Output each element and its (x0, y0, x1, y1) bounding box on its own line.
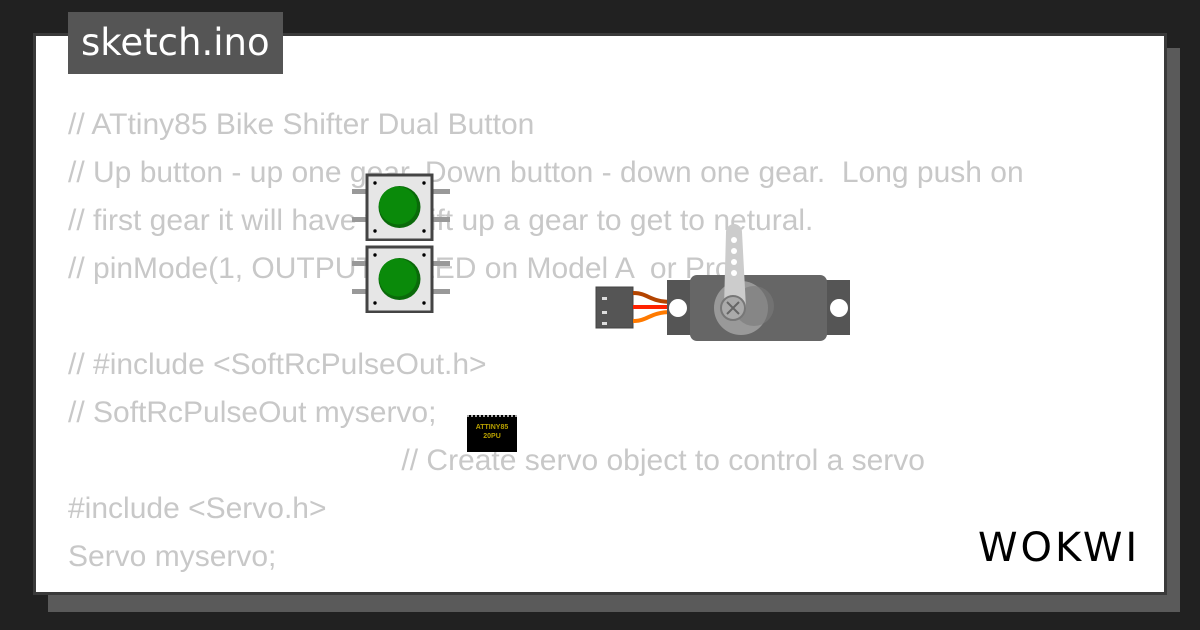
file-title: sketch.ino (68, 12, 283, 74)
code-line: // Up button - up one gear, Down button … (68, 156, 1024, 189)
code-line: Servo myservo; (68, 540, 277, 573)
chip-label-model: ATTINY85 (475, 424, 509, 431)
code-line: #include <Servo.h> (68, 492, 327, 525)
code-line: // SoftRcPulseOut myservo; (68, 396, 437, 429)
wokwi-logo: WOKWI (978, 525, 1141, 571)
code-line: // ATtiny85 Bike Shifter Dual Button (68, 108, 535, 141)
code-line: // #include <SoftRcPulseOut.h> (68, 348, 487, 381)
pushbutton-down[interactable] (350, 245, 452, 313)
chip-label-variant: 20PU (483, 433, 501, 440)
servo-motor[interactable] (594, 218, 854, 343)
attiny85-chip[interactable]: ATTINY85 20PU (467, 415, 517, 452)
code-line: // Create servo object to control a serv… (68, 444, 925, 477)
pushbutton-up[interactable] (350, 173, 452, 241)
